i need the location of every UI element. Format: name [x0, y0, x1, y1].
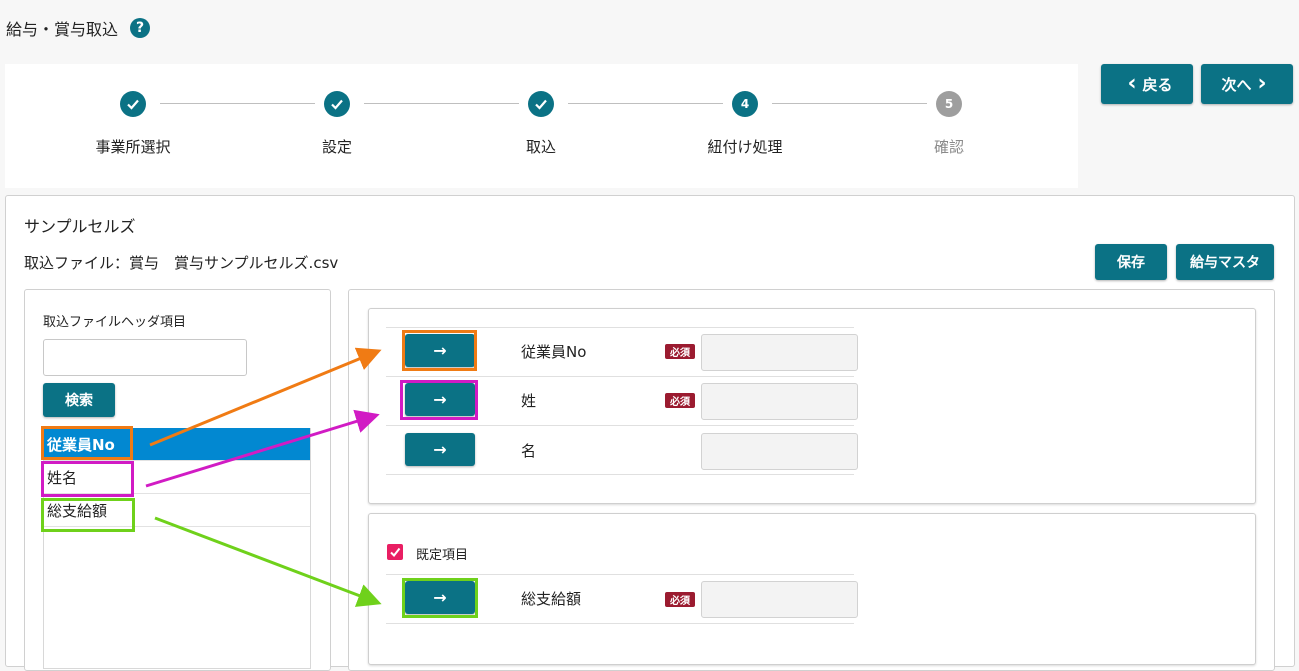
map-arrow-button-total-pay[interactable]: →	[405, 581, 475, 614]
list-item-full-name[interactable]: 姓名	[44, 461, 310, 494]
required-badge: 必須	[665, 344, 695, 359]
list-item-total-pay[interactable]: 総支給額	[44, 494, 310, 527]
import-file-label: 取込ファイル：賞与 賞与サンプルセルズ.csv	[24, 254, 339, 272]
map-arrow-button-employee-no[interactable]: →	[405, 334, 475, 367]
back-button[interactable]: ‹ 戻る	[1101, 64, 1193, 104]
save-button[interactable]: 保存	[1095, 244, 1167, 280]
required-badge: 必須	[665, 393, 695, 408]
next-button-label: 次へ	[1221, 75, 1252, 94]
step-label-2: 設定	[321, 138, 353, 156]
step-label-4: 紐付け処理	[707, 138, 783, 156]
required-badge: 必須	[665, 592, 695, 607]
list-item-employee-no[interactable]: 従業員No	[44, 428, 310, 461]
question-circle-icon[interactable]: ?	[130, 18, 151, 38]
chevron-left-icon: ‹	[1127, 71, 1137, 96]
header-items-list: 従業員No 姓名 総支給額	[43, 428, 311, 669]
list-item-label: 姓名	[47, 468, 78, 487]
step-label-1: 事業所選択	[95, 138, 171, 156]
row-divider	[386, 623, 854, 624]
default-items-checkbox[interactable]	[387, 544, 403, 560]
step-3-check-icon	[528, 91, 554, 117]
company-name: サンプルセルズ	[24, 217, 136, 236]
step-connector	[772, 103, 927, 104]
row-divider	[386, 327, 854, 328]
field-label-employee-no: 従業員No	[521, 343, 587, 361]
page-title-area: 給与・賞与取込 ?	[6, 16, 151, 40]
row-divider	[386, 474, 854, 475]
total-pay-field[interactable]	[701, 581, 858, 618]
back-button-label: 戻る	[1142, 75, 1173, 94]
next-button[interactable]: 次へ ›	[1201, 64, 1293, 104]
step-5-number: 5	[936, 91, 962, 117]
step-label-5: 確認	[933, 138, 965, 156]
step-connector	[364, 103, 519, 104]
header-items-label: 取込ファイルヘッダ項目	[43, 315, 187, 330]
step-4-number: 4	[732, 91, 758, 117]
list-item-label: 従業員No	[47, 435, 115, 454]
first-name-field[interactable]	[701, 433, 858, 470]
field-label-last-name: 姓	[521, 392, 537, 410]
page-title: 給与・賞与取込	[6, 20, 119, 39]
salary-master-button[interactable]: 給与マスタ	[1176, 244, 1274, 280]
chevron-right-icon: ›	[1257, 71, 1267, 96]
last-name-field[interactable]	[701, 383, 858, 420]
search-input[interactable]	[43, 339, 247, 376]
step-1-check-icon	[120, 91, 146, 117]
step-2-check-icon	[324, 91, 350, 117]
step-connector	[160, 103, 315, 104]
field-label-first-name: 名	[521, 442, 537, 460]
step-label-3: 取込	[525, 138, 557, 156]
field-label-total-pay: 総支給額	[521, 590, 582, 608]
map-arrow-button-last-name[interactable]: →	[405, 383, 475, 416]
employee-no-field[interactable]	[701, 334, 858, 371]
progress-stepper: 4 5 事業所選択 設定 取込 紐付け処理 確認	[5, 64, 1078, 188]
step-connector	[568, 103, 723, 104]
row-divider	[386, 425, 854, 426]
map-arrow-button-first-name[interactable]: →	[405, 433, 475, 466]
search-button[interactable]: 検索	[43, 383, 115, 417]
list-item-label: 総支給額	[47, 501, 108, 520]
row-divider	[386, 376, 854, 377]
row-divider	[386, 574, 854, 575]
checkmark-icon	[390, 547, 401, 558]
default-items-label: 既定項目	[416, 548, 469, 563]
